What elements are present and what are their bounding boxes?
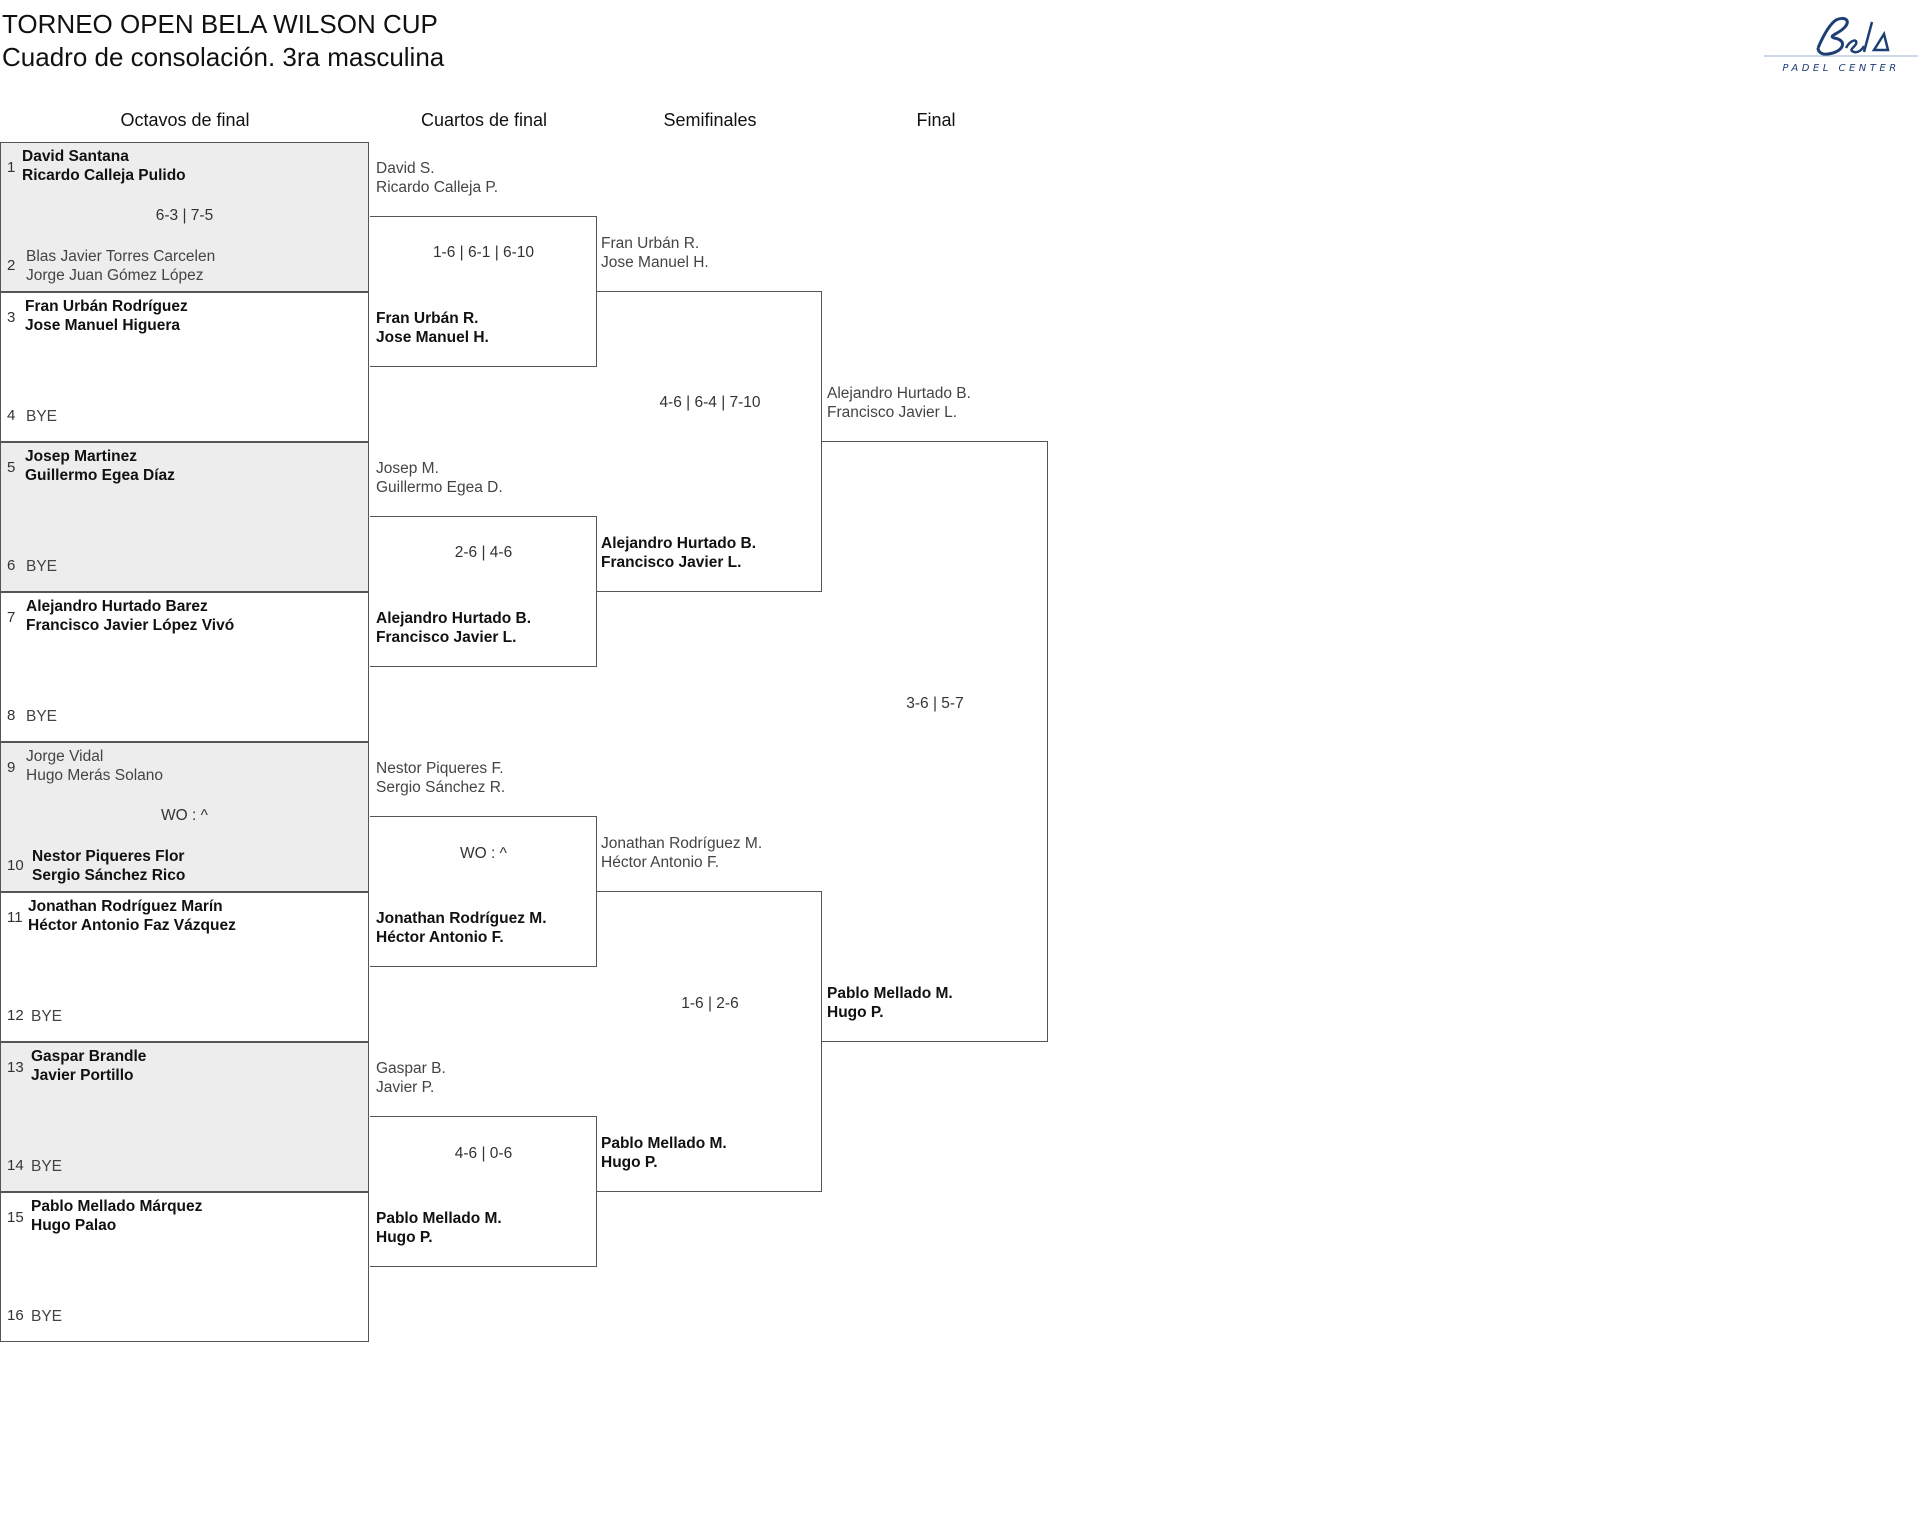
player-name: Jorge Vidal	[26, 748, 104, 765]
column-round-of-16: Octavos de final	[120, 110, 250, 130]
column-final: Final	[916, 110, 956, 130]
player-name: Jonathan Rodríguez Marín	[28, 898, 223, 915]
seed-number: 15	[7, 1209, 24, 1226]
r16-match-3: 5 Josep Martinez Guillermo Egea Díaz 6 B…	[0, 442, 369, 592]
team-13: Gaspar Brandle Javier Portillo	[31, 1047, 146, 1085]
qf-3-team-b: Jonathan Rodríguez M.Héctor Antonio F.	[376, 910, 547, 946]
final-score: 3-6 | 5-7	[906, 695, 964, 712]
seed-number: 13	[7, 1059, 24, 1076]
bela-logo-icon: PADEL CENTER	[1764, 16, 1918, 74]
bela-padel-center-logo: PADEL CENTER	[1758, 8, 1920, 74]
player-name: Jose Manuel Higuera	[25, 317, 181, 334]
column-quarterfinals: Cuartos de final	[420, 110, 548, 130]
qf-2-team-b: Alejandro Hurtado B.Francisco Javier L.	[376, 610, 532, 646]
team-5: Josep Martinez Guillermo Egea Díaz	[25, 447, 175, 485]
player-name: Fran Urbán Rodríguez	[25, 298, 188, 315]
player-name: Alejandro Hurtado Barez	[26, 598, 208, 615]
sf-1-team-b: Alejandro Hurtado B.Francisco Javier L.	[601, 535, 757, 571]
player-name: David Santana	[22, 148, 129, 165]
qf-3-team-a: Nestor Piqueres F.Sergio Sánchez R.	[376, 760, 506, 796]
bye-slot: BYE	[26, 708, 58, 725]
qf-4-team-a: Gaspar B.Javier P.	[376, 1060, 446, 1096]
player-name: Hugo Palao	[31, 1217, 117, 1234]
team-2: Blas Javier Torres Carcelen Jorge Juan G…	[26, 247, 215, 285]
seed-number: 12	[7, 1007, 24, 1024]
seed-number: 1	[7, 159, 16, 176]
player-name: Ricardo Calleja Pulido	[22, 167, 186, 184]
match-score: 6-3 | 7-5	[155, 207, 214, 224]
qf-1-score: 1-6 | 6-1 | 6-10	[432, 244, 535, 261]
sf-2-team-b: Pablo Mellado M.Hugo P.	[601, 1135, 727, 1171]
r16-match-7: 13 Gaspar Brandle Javier Portillo 14 BYE	[0, 1042, 369, 1192]
sf-2-score: 1-6 | 2-6	[681, 995, 739, 1012]
r16-match-5: 9 Jorge Vidal Hugo Merás Solano WO : ^ 1…	[0, 742, 369, 892]
player-name: Jorge Juan Gómez López	[26, 267, 204, 284]
seed-number: 9	[7, 759, 16, 776]
team-15: Pablo Mellado Márquez Hugo Palao	[31, 1197, 202, 1235]
team-3: Fran Urbán Rodríguez Jose Manuel Higuera	[25, 297, 188, 335]
seed-number: 2	[7, 257, 16, 274]
player-name: Javier Portillo	[31, 1067, 134, 1084]
seed-number: 10	[7, 857, 24, 874]
bye-slot: BYE	[26, 408, 58, 425]
bye-slot: BYE	[31, 1308, 63, 1325]
sf-2-team-a: Jonathan Rodríguez M.Héctor Antonio F.	[601, 835, 763, 871]
team-1: David Santana Ricardo Calleja Pulido	[22, 147, 186, 185]
player-name: Héctor Antonio Faz Vázquez	[28, 917, 236, 934]
player-name: Guillermo Egea Díaz	[25, 467, 175, 484]
qf-2-team-a: Josep M.Guillermo Egea D.	[376, 460, 503, 496]
player-name: Nestor Piqueres Flor	[32, 848, 185, 865]
bye-slot: BYE	[31, 1158, 63, 1175]
player-name: Pablo Mellado Márquez	[31, 1198, 203, 1215]
qf-2-score: 2-6 | 4-6	[454, 544, 513, 561]
team-11: Jonathan Rodríguez Marín Héctor Antonio …	[28, 897, 236, 935]
team-10: Nestor Piqueres Flor Sergio Sánchez Rico	[32, 847, 185, 885]
draw-subtitle: Cuadro de consolación. 3ra masculina	[2, 42, 445, 72]
qf-1-team-b: Fran Urbán R.Jose Manuel H.	[376, 310, 489, 346]
qf-4-team-b: Pablo Mellado M.Hugo P.	[376, 1210, 502, 1246]
player-name: Sergio Sánchez Rico	[32, 867, 186, 884]
tournament-title: TORNEO OPEN BELA WILSON CUP	[2, 9, 438, 39]
column-semifinals: Semifinales	[663, 110, 757, 130]
player-name: Blas Javier Torres Carcelen	[26, 248, 216, 265]
qf-1-team-a: David S.Ricardo Calleja P.	[376, 160, 499, 196]
final-team-a: Alejandro Hurtado B.Francisco Javier L.	[827, 385, 971, 421]
seed-number: 16	[7, 1307, 24, 1324]
seed-number: 11	[7, 909, 23, 926]
player-name: Francisco Javier López Vivó	[26, 617, 235, 634]
r16-match-2: 3 Fran Urbán Rodríguez Jose Manuel Higue…	[0, 292, 369, 442]
bye-slot: BYE	[26, 558, 58, 575]
sf-1-team-a: Fran Urbán R.Jose Manuel H.	[601, 235, 709, 271]
seed-number: 5	[7, 459, 16, 476]
seed-number: 6	[7, 557, 16, 574]
player-name: Gaspar Brandle	[31, 1048, 147, 1065]
seed-number: 4	[7, 407, 16, 424]
player-name: Josep Martinez	[25, 448, 137, 465]
sf-1-score: 4-6 | 6-4 | 7-10	[659, 394, 761, 411]
r16-match-6: 11 Jonathan Rodríguez Marín Héctor Anton…	[0, 892, 369, 1042]
r16-match-8: 15 Pablo Mellado Márquez Hugo Palao 16 B…	[0, 1192, 369, 1342]
match-score: WO : ^	[161, 807, 208, 824]
qf-3-score: WO : ^	[460, 845, 507, 862]
qf-4-score: 4-6 | 0-6	[454, 1145, 513, 1162]
r16-match-1: 1 David Santana Ricardo Calleja Pulido 6…	[0, 142, 369, 292]
seed-number: 8	[7, 707, 16, 724]
r16-match-4: 7 Alejandro Hurtado Barez Francisco Javi…	[0, 592, 369, 742]
player-name: Hugo Merás Solano	[26, 767, 163, 784]
final-team-b: Pablo Mellado M.Hugo P.	[827, 985, 953, 1021]
seed-number: 14	[7, 1157, 24, 1174]
seed-number: 7	[7, 609, 16, 626]
bye-slot: BYE	[31, 1008, 63, 1025]
seed-number: 3	[7, 309, 16, 326]
team-9: Jorge Vidal Hugo Merás Solano	[26, 747, 163, 785]
final-connector	[821, 441, 1048, 1042]
svg-text:PADEL CENTER: PADEL CENTER	[1782, 63, 1899, 74]
team-7: Alejandro Hurtado Barez Francisco Javier…	[26, 597, 234, 635]
